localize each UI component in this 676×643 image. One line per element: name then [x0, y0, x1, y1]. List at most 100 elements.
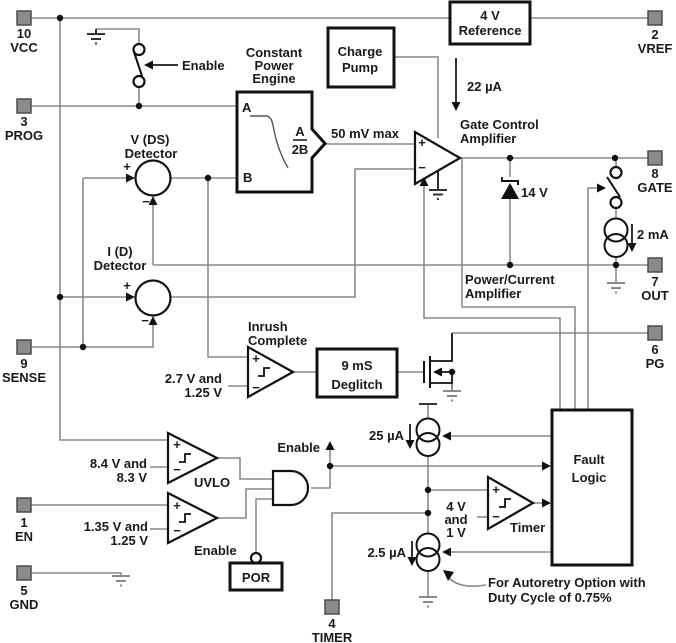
- mv-max-label: 50 mV max: [331, 126, 400, 141]
- pin-vref-label: VREF: [638, 41, 673, 56]
- uvlo-plus: +: [173, 437, 181, 452]
- inrush-minus: −: [252, 380, 260, 395]
- pin-gate-number: 8: [651, 166, 658, 181]
- current-source-icon: [415, 417, 441, 443]
- inrush-plus: +: [252, 351, 260, 366]
- pin-pg: [647, 325, 663, 341]
- reference-label-1: 4 V: [480, 8, 500, 23]
- inrush-threshold-1: 2.7 V and: [165, 371, 222, 386]
- power-current-amp-label-2: Amplifier: [465, 286, 521, 301]
- switch-blade: [133, 51, 143, 77]
- cpe-fraction-denominator: 2B: [292, 142, 309, 157]
- pin-sense-number: 9: [20, 356, 27, 371]
- enable-threshold-2: 1.25 V: [110, 533, 148, 548]
- text-labels: 10 VCC 3 PROG 9 SENSE 1 EN 5 GND 2 VREF …: [2, 8, 673, 643]
- timer-plus: +: [492, 482, 500, 497]
- enable-minus: −: [173, 523, 181, 538]
- junction-dots: [56, 14, 620, 517]
- pin-sense-label: SENSE: [2, 370, 46, 385]
- power-current-amp-label-1: Power/Current: [465, 272, 555, 287]
- current-22ua-label: 22 µA: [467, 79, 503, 94]
- cpe-title-3: Engine: [252, 71, 295, 86]
- charge-pump-block: [326, 26, 396, 89]
- gate-amp-minus: −: [418, 160, 426, 175]
- timer-minus: −: [492, 509, 500, 524]
- por-block: [228, 561, 284, 592]
- zener-diode-icon: [501, 183, 519, 199]
- current-source-icon: [415, 432, 441, 457]
- pin-gnd: [16, 565, 32, 581]
- charge-pump-label-1: Charge: [338, 44, 383, 59]
- pin-vcc-label: VCC: [10, 40, 38, 55]
- switch-contact-icon: [132, 42, 146, 57]
- switch-contact-icon: [609, 165, 623, 180]
- pin-sense: [16, 339, 32, 355]
- id-detector-label-1: I (D): [107, 244, 132, 259]
- cpe-curve: [250, 115, 289, 169]
- ground-icon: [429, 170, 447, 200]
- uvlo-comparator-triangle: [166, 431, 220, 485]
- cpe-title-2: Power: [254, 58, 293, 73]
- id-plus: +: [123, 278, 131, 293]
- pin-vref-number: 2: [651, 27, 658, 42]
- ground-symbols: [87, 29, 625, 608]
- pin-gnd-label: GND: [10, 597, 39, 612]
- fault-logic-label-2: Logic: [572, 470, 607, 485]
- pin-prog: [16, 98, 32, 114]
- cpe-input-a: A: [242, 100, 252, 115]
- switch-contact-icon: [132, 74, 146, 89]
- pin-timer: [324, 599, 340, 615]
- pin-vref: [647, 10, 663, 26]
- pin-pg-number: 6: [651, 342, 658, 357]
- gate-amp-plus: +: [418, 135, 426, 150]
- autoretry-note-2: Duty Cycle of 0.75%: [488, 590, 612, 605]
- current-source-icon: [415, 547, 441, 572]
- fault-logic-label-1: Fault: [573, 452, 605, 467]
- enable-switch-label: Enable: [182, 58, 225, 73]
- inrush-label-1: Inrush: [248, 319, 288, 334]
- cpe-input-b: B: [243, 170, 252, 185]
- enable-plus: +: [173, 498, 181, 513]
- ground-icon: [419, 596, 437, 608]
- pin-out: [647, 257, 663, 273]
- id-detector-label-2: Detector: [94, 258, 147, 273]
- ground-icon: [112, 575, 130, 587]
- pin-en: [16, 497, 32, 513]
- pin-en-number: 1: [20, 515, 27, 530]
- cpe-title-1: Constant: [246, 45, 303, 60]
- wires: [31, 17, 648, 600]
- pin-pg-label: PG: [646, 356, 665, 371]
- timer-comparator-label: Timer: [510, 520, 545, 535]
- current-source-icon: [603, 217, 629, 243]
- vds-plus: +: [123, 159, 131, 174]
- pin-out-number: 7: [651, 274, 658, 289]
- deglitch-label-2: Deglitch: [331, 377, 382, 392]
- zener-cathode-bar: [501, 177, 519, 185]
- gate-control-amplifier-triangle: [413, 130, 463, 186]
- hysteresis-icon: [179, 513, 191, 523]
- pin-prog-number: 3: [20, 114, 27, 129]
- uvlo-threshold-1: 8.4 V and: [90, 456, 147, 471]
- inrush-threshold-2: 1.25 V: [184, 385, 222, 400]
- inrush-label-2: Complete: [248, 333, 307, 348]
- reference-label-2: Reference: [459, 23, 522, 38]
- mosfet-icon: [423, 333, 453, 388]
- enable-comparator-label: Enable: [194, 543, 237, 558]
- switch-blade: [606, 176, 621, 198]
- uvlo-minus: −: [173, 462, 181, 477]
- por-label: POR: [242, 570, 271, 585]
- id-detector-circle: [134, 279, 172, 317]
- pin-en-label: EN: [15, 529, 33, 544]
- timer-comparator-triangle: [486, 475, 536, 531]
- autoretry-note-1: For Autoretry Option with: [488, 575, 646, 590]
- id-minus: −: [141, 313, 149, 328]
- current-25ua-label: 25 µA: [369, 428, 405, 443]
- vds-detector-circle: [134, 159, 172, 197]
- timer-threshold-3: 1 V: [446, 525, 466, 540]
- current-2p5ua-label: 2.5 µA: [367, 545, 406, 560]
- current-source-icon: [415, 532, 441, 558]
- fault-logic-block: [550, 408, 634, 567]
- components: [132, 0, 634, 592]
